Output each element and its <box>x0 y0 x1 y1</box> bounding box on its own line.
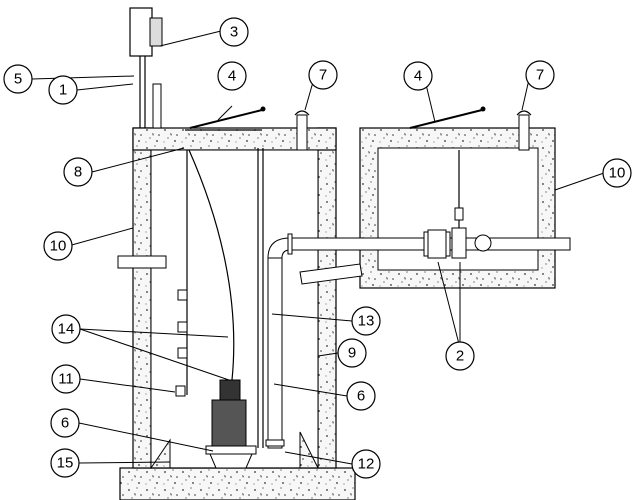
svg-text:14: 14 <box>58 321 75 338</box>
hatch-lid-main <box>185 106 266 131</box>
callout-10-valve: 10 <box>602 158 632 188</box>
callout-3: 3 <box>219 17 249 47</box>
overflow-pipe <box>299 263 363 285</box>
guide-rails <box>257 148 264 448</box>
callout-10-main: 10 <box>43 231 73 261</box>
svg-text:5: 5 <box>14 71 22 88</box>
svg-text:9: 9 <box>348 345 356 362</box>
callout-5: 5 <box>3 64 33 94</box>
callout-4-main: 4 <box>217 61 247 91</box>
submersible-pump <box>205 379 257 469</box>
power-cable <box>188 149 235 381</box>
callout-4-valve: 4 <box>403 61 433 91</box>
callout-2: 2 <box>445 341 475 371</box>
callout-8: 8 <box>63 157 93 187</box>
callout-9: 9 <box>337 338 367 368</box>
callout-6-right: 6 <box>346 381 376 411</box>
callout-12: 12 <box>351 449 381 479</box>
callout-14: 14 <box>51 314 81 344</box>
float-switches <box>175 150 188 397</box>
svg-text:15: 15 <box>57 455 74 472</box>
check-valve <box>423 229 451 259</box>
callout-7-main: 7 <box>308 60 338 90</box>
inlet-pipe <box>117 255 167 269</box>
hatch-lid-valve <box>409 106 486 129</box>
vent-valve <box>516 110 532 151</box>
svg-text:8: 8 <box>74 164 82 181</box>
discharge-riser <box>265 237 291 449</box>
svg-text:6: 6 <box>357 388 365 405</box>
callout-6-left: 6 <box>50 408 80 438</box>
svg-text:12: 12 <box>358 456 375 473</box>
svg-text:7: 7 <box>319 67 327 84</box>
callout-1: 1 <box>48 75 78 105</box>
callout-11: 11 <box>51 364 81 394</box>
svg-text:11: 11 <box>58 371 74 388</box>
svg-text:10: 10 <box>609 165 626 182</box>
svg-text:13: 13 <box>358 313 375 330</box>
svg-text:7: 7 <box>536 67 544 84</box>
callout-13: 13 <box>351 306 381 336</box>
vent-main <box>294 110 310 151</box>
svg-text:2: 2 <box>456 348 464 365</box>
svg-text:10: 10 <box>50 238 67 255</box>
callout-15: 15 <box>50 448 80 478</box>
base-slab <box>119 467 356 500</box>
svg-text:4: 4 <box>414 68 422 85</box>
control-panel <box>129 7 163 129</box>
gate-valve <box>451 150 492 259</box>
leader-lines <box>31 30 605 465</box>
wet-well <box>132 127 337 469</box>
svg-text:3: 3 <box>230 24 238 41</box>
svg-text:6: 6 <box>61 415 69 432</box>
svg-text:4: 4 <box>228 68 236 85</box>
svg-text:1: 1 <box>59 82 67 99</box>
callout-7-valve: 7 <box>525 60 555 90</box>
